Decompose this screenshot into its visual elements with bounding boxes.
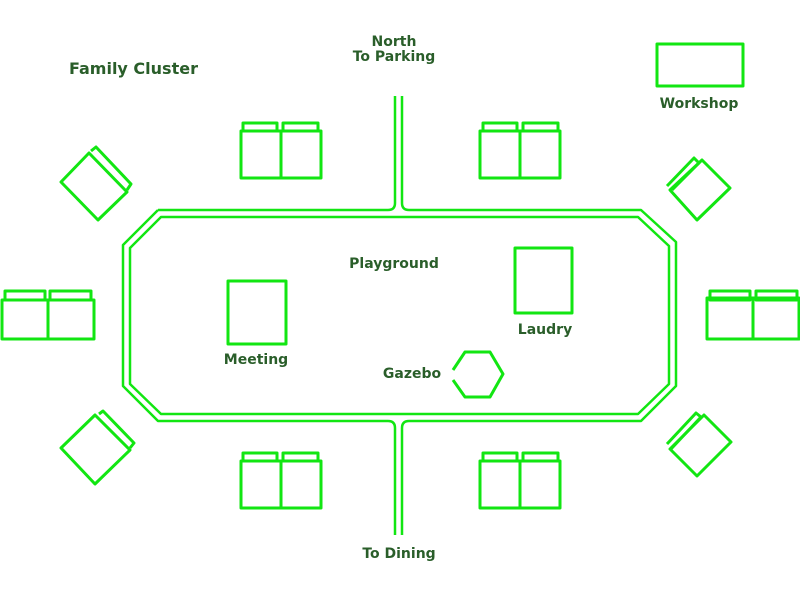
label-gazebo: Gazebo xyxy=(382,366,442,382)
label-laundry: Laudry xyxy=(517,322,573,338)
cabin-rotated-ne[interactable] xyxy=(665,156,732,222)
loop-road-outer xyxy=(121,96,678,535)
cabin-rotated-sw[interactable] xyxy=(59,409,136,486)
loop-road-inner xyxy=(128,215,671,416)
cabin-rotated-nw[interactable] xyxy=(59,145,133,222)
laundry-building[interactable] xyxy=(513,246,574,315)
cabin-pair-west[interactable] xyxy=(0,289,96,341)
workshop-building[interactable] xyxy=(655,42,745,88)
meeting-building[interactable] xyxy=(226,279,288,346)
label-meeting: Meeting xyxy=(223,352,289,368)
label-north: North xyxy=(371,34,417,50)
cabin-pair-bottom-right[interactable] xyxy=(478,451,562,510)
map-title: Family Cluster xyxy=(69,59,198,78)
cabin-pair-east[interactable] xyxy=(705,289,800,341)
label-to-dining: To Dining xyxy=(362,546,436,562)
cabin-pair-top-right[interactable] xyxy=(478,121,562,180)
label-workshop: Workshop xyxy=(659,96,739,112)
label-to-parking: To Parking xyxy=(352,49,436,65)
label-playground: Playground xyxy=(349,256,439,272)
cabin-pair-bottom-left[interactable] xyxy=(239,451,323,510)
cabin-rotated-se[interactable] xyxy=(665,411,733,478)
cabin-pair-top-left[interactable] xyxy=(239,121,323,180)
gazebo-hexagon[interactable] xyxy=(451,350,505,399)
